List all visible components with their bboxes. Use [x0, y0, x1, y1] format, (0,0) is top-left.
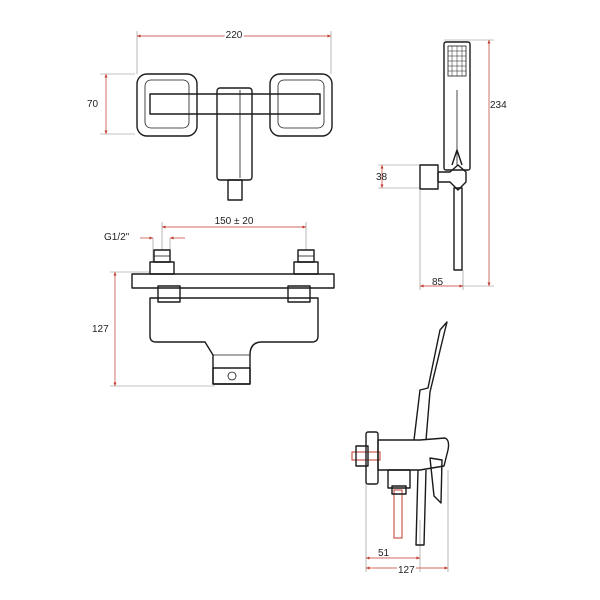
wall-bracket — [419, 164, 467, 191]
bracket-offset-label: 38 — [376, 172, 388, 183]
mixer-body-top — [149, 93, 321, 115]
height-label: 70 — [87, 99, 99, 110]
outlet-top — [227, 179, 243, 201]
handshower-riser — [413, 321, 448, 546]
handshower-head — [443, 41, 471, 171]
front-view: 150 ± 20 G1/2" 127 — [92, 216, 335, 387]
shower-hose — [453, 187, 463, 271]
outlet-aerator — [212, 367, 251, 385]
side-view: 51 127 — [351, 321, 450, 578]
total-depth-label: 127 — [398, 565, 415, 576]
inlet-pipe-vertical — [393, 489, 403, 539]
left-inlet-fitting — [149, 249, 175, 275]
handshower-view: 234 38 85 — [376, 39, 507, 290]
centers-label: 150 ± 20 — [215, 216, 254, 227]
front-height-label: 127 — [92, 324, 109, 335]
handshower-length-label: 234 — [490, 100, 507, 111]
mixer-body-side — [377, 437, 450, 471]
mixer-body-front — [149, 297, 319, 385]
thread-label: G1/2" — [104, 232, 130, 243]
right-rosette — [269, 73, 333, 137]
left-rosette — [136, 73, 198, 137]
bracket-depth-label: 85 — [432, 277, 444, 288]
lever-side — [429, 457, 443, 504]
right-inlet-fitting — [293, 249, 319, 275]
nozzle-grid — [448, 46, 466, 76]
wall-distance-label: 51 — [378, 548, 390, 559]
top-view: 220 70 — [87, 28, 333, 201]
wall-plate — [131, 273, 335, 289]
lever-top — [216, 87, 253, 181]
width-label: 220 — [226, 30, 243, 41]
